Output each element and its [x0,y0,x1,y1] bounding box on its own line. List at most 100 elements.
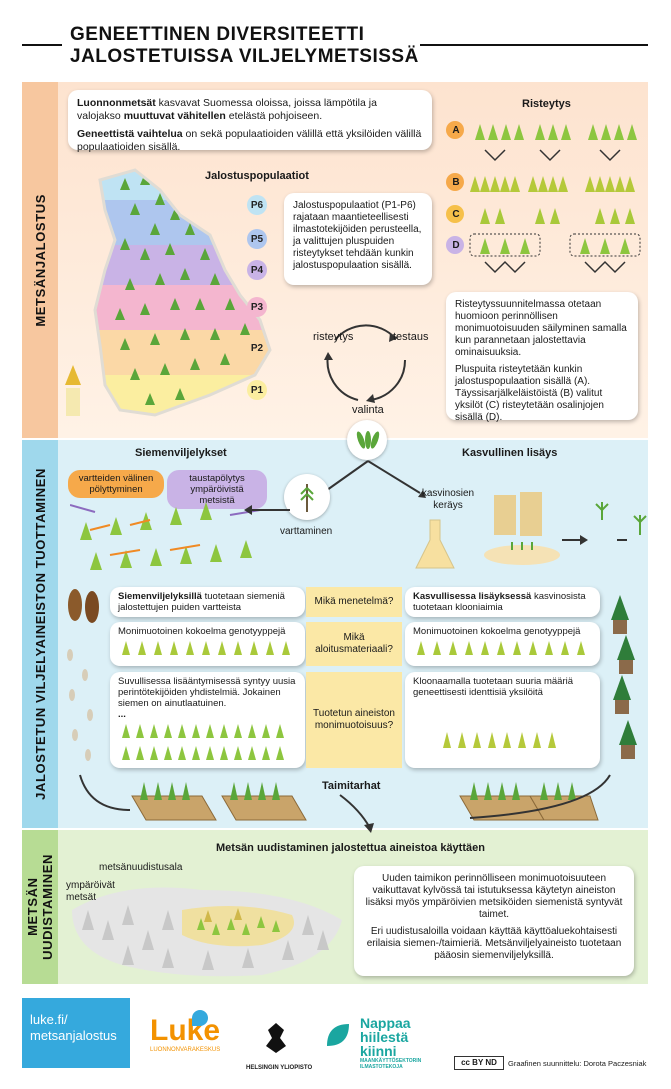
nappaa-line-2: hiilestä [360,1029,409,1045]
selection-cones-icon [347,420,387,460]
grafting-arrow [244,505,290,515]
population-p2: P2 [247,338,267,358]
left3-text: Suvullisessa lisääntymisessä syntyy uusi… [118,676,296,709]
tag-pollination-between: vartteiden välinen pölyttyminen [68,470,164,498]
vegetative-method-box: Kasvullisessa lisäyksessä kasvinosista t… [405,587,600,617]
right1-bold: Kasvullisessa lisäyksessä [413,591,532,602]
intro-bold-2: muuttuvat vähitellen [123,110,226,122]
unique-seed-trees [122,724,284,760]
collection-label: kasvinosien keräys [421,488,475,511]
helsinki-seal-icon [266,1023,286,1053]
crossing-diagram [446,121,641,274]
crossing-row-a: A [452,125,460,136]
right1-rest: kasvinosista tuotetaan klooniaimia [413,591,586,613]
left1-rest: tuotetaan siemeniä jalostettujen puiden … [118,591,285,613]
design-credit: Graafinen suunnittelu: Dorota Paczesniak [508,1059,647,1068]
sidebar-forest-breeding: METSÄNJALOSTUS [22,82,58,438]
intro-text-1: kasvavat Suomessa oloissa, joissa lämpöt… [77,97,377,122]
population-p5: P5 [247,229,267,249]
seed-diversity-box: Suvullisessa lisääntymisessä syntyy uusi… [110,672,305,768]
renewal-heading: Metsän uudistaminen jalostettua aineisto… [216,842,485,854]
genotype-trees-left [122,641,290,655]
right2-text: Monimuotoinen kokoelma genotyyppejä [413,626,581,637]
cycle-testing: testaus [393,331,429,343]
question-method: Mikä menetelmä? [306,587,402,617]
luke-logo: Luke LUONNONVARAKESKUS [150,1014,221,1054]
cones-and-seeds [67,589,99,761]
footer-link-box[interactable]: luke.fi/ metsanjalostus [22,998,130,1068]
populations-description-text: Jalostuspopulaatiot (P1-P6) rajataan maa… [293,200,422,271]
renewal-landscape [72,887,342,977]
renewal-area-label: metsänuudistusala [99,862,183,873]
question-starting-material: Mikä aloitusmateriaali? [306,622,402,666]
intro-text-3: on sekä populaatioiden välillä että yksi… [77,128,422,153]
cycle-crossing: risteytys [313,331,354,343]
intro-box: Luonnonmetsät kasvavat Suomessa oloissa,… [68,90,432,153]
vegetative-starting-material-box: Monimuotoinen kokoelma genotyyppejä [405,622,600,666]
tree-trunk-icon [66,388,80,416]
grafting-icon [284,474,330,520]
left3-ellipsis: ... [118,709,126,720]
surrounding-forests-label: ympäröivät metsät [66,880,115,903]
nursery-heading: Taimitarhat [322,780,381,792]
title-rule-left [22,44,62,46]
grafting-label: varttaminen [280,526,333,537]
helsinki-logo: HELSINGIN YLIOPISTO [246,1018,312,1071]
luke-logo-sub: LUONNONVARAKESKUS [150,1047,221,1053]
question-diversity: Tuotetun aineiston monimuotoisuus? [306,672,402,768]
cycle-selection: valinta [352,404,384,416]
intro-bold-1: Luonnonmetsät [77,97,156,109]
footer-url-2[interactable]: metsanjalostus [30,1028,117,1043]
breeding-cycle-diagram [324,324,407,403]
population-p4: P4 [247,260,267,280]
left1-bold: Siemenviljelyksillä [118,591,202,602]
nursery-arrows [79,774,611,833]
nappaa-sub: MAANKÄYTTÖSEKTORIN ILMASTOTEKOJA [360,1058,422,1070]
section-label-3: METSÄN UUDISTAMINEN [25,854,55,960]
sidebar-forest-renewal: METSÄN UUDISTAMINEN [22,830,58,984]
nursery-beds [131,782,599,821]
finland-map [65,168,272,417]
crossing-row-c: C [452,209,460,220]
intro-bold-3: Geneettistä vaihtelua [77,128,183,140]
title-rule-right [420,44,648,46]
crossing-info-p2: Pluspuita risteytetään kunkin jalostuspo… [455,364,604,423]
population-p3: P3 [247,297,267,317]
crossing-info-box: Risteytyssuunnitelmassa otetaan huomioon… [446,292,638,423]
population-p1: P1 [247,380,267,400]
renewal-p1: Uuden taimikon perinnölliseen monimuotoi… [365,873,623,920]
renewal-p2: Eri uudistusaloilla voidaan käyttää käyt… [366,926,622,961]
seed-starting-material-box: Monimuotoinen kokoelma genotyyppejä [110,622,305,666]
tag-background-pollination: taustapölytys ympäröivistä metsistä [167,470,267,509]
luke-logo-bubble-icon [192,1010,208,1026]
page-title: GENEETTINEN DIVERSITEETTI JALOSTETUISSA … [70,24,430,68]
genotype-trees-right [417,641,585,655]
populations-heading: Jalostuspopulaatiot [205,170,309,182]
footer-url-1[interactable]: luke.fi/ [30,1012,68,1027]
section-label-2: JALOSTETUN VILJELYAINEISTON TUOTTAMINEN [32,468,48,800]
clone-trees [443,732,556,748]
crossing-info-p1: Risteytyssuunnitelmassa otetaan huomioon… [455,299,627,358]
crossing-row-b: B [452,177,460,188]
right3-text: Kloonaamalla tuotetaan suuria määriä gen… [413,676,574,698]
nappaa-line-3: kiinni [360,1043,397,1059]
vegetative-propagation-heading: Kasvullinen lisäys [462,447,558,459]
vegetative-propagation-illustration [415,492,647,569]
nappaa-leaf-icon [323,1020,353,1050]
clone-diversity-box: Kloonaamalla tuotetaan suuria määriä gen… [405,672,600,768]
cc-license-badge: cc BY ND [454,1056,504,1070]
populations-description: Jalostuspopulaatiot (P1-P6) rajataan maa… [284,193,432,285]
population-p6: P6 [247,195,267,215]
intro-text-2: etelästä pohjoiseen. [225,110,323,122]
renewal-info-box: Uuden taimikon perinnölliseen monimuotoi… [354,866,634,976]
title-line-1: GENEETTINEN DIVERSITEETTI [70,24,365,45]
title-line-2: JALOSTETUISSA VILJELYMETSISSÄ [70,46,419,67]
seed-orchard-method-box: Siemenviljelyksillä tuotetaan siemeniä j… [110,587,305,617]
clone-seedlings [611,595,637,759]
luke-logo-text: Luke [150,1014,221,1047]
section-label-1: METSÄNJALOSTUS [32,193,48,327]
crossing-row-d: D [452,240,460,251]
nappaa-logo: Nappaa hiilestä kiinni MAANKÄYTTÖSEKTORI… [360,1015,422,1070]
helsinki-logo-text: HELSINGIN YLIOPISTO [246,1065,313,1071]
nappaa-line-1: Nappaa [360,1015,411,1031]
